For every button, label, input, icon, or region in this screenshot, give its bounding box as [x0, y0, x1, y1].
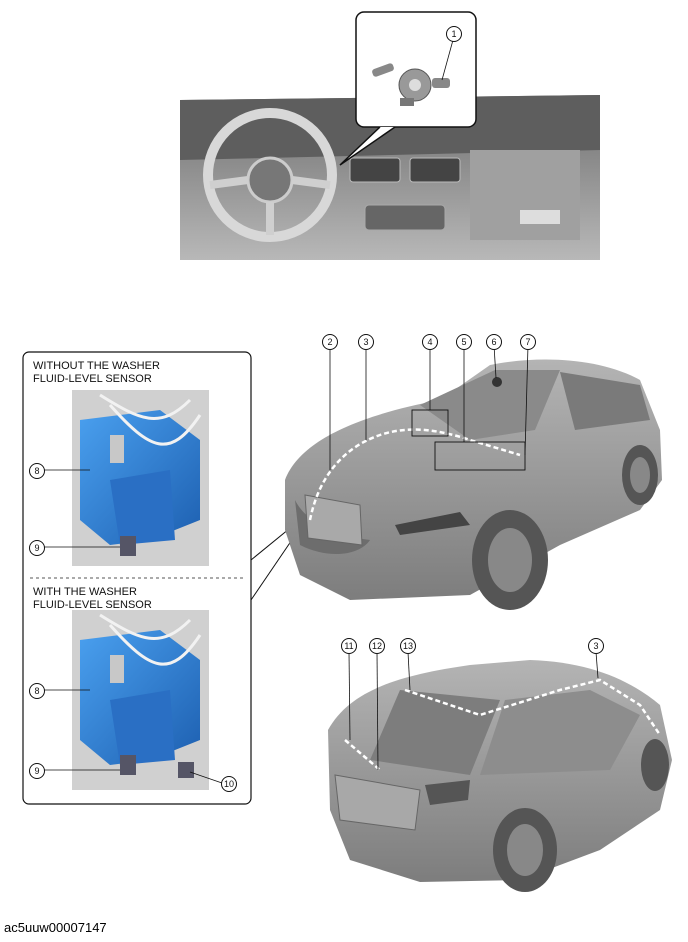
- with-sensor-label-line1: WITH THE WASHER: [33, 586, 137, 598]
- callout-3: 3: [358, 334, 374, 350]
- washer-tank-inset: [22, 351, 301, 805]
- callout-7: 7: [520, 334, 536, 350]
- document-id: ac5uuw00007147: [4, 920, 107, 935]
- with-sensor-label-line2: FLUID-LEVEL SENSOR: [33, 599, 152, 611]
- clock-spring-callout-box: [339, 11, 477, 166]
- callout-9-with-sensor: 9: [29, 763, 45, 779]
- callout-3-rear: 3: [588, 638, 604, 654]
- callout-8-with-sensor: 8: [29, 683, 45, 699]
- callout-5: 5: [456, 334, 472, 350]
- dashboard-illustration: [180, 95, 600, 260]
- without-sensor-label-line2: FLUID-LEVEL SENSOR: [33, 373, 152, 385]
- callout-4: 4: [422, 334, 438, 350]
- front-car-illustration: [285, 344, 662, 610]
- callout-13: 13: [400, 638, 416, 654]
- callout-12: 12: [369, 638, 385, 654]
- rear-car-illustration: [328, 651, 672, 892]
- callout-8-without-sensor: 8: [29, 463, 45, 479]
- callout-11: 11: [341, 638, 357, 654]
- callout-2: 2: [322, 334, 338, 350]
- without-sensor-label-line1: WITHOUT THE WASHER: [33, 360, 160, 372]
- callout-10: 10: [221, 776, 237, 792]
- callout-6: 6: [486, 334, 502, 350]
- callout-1: 1: [446, 26, 462, 42]
- callout-9-without-sensor: 9: [29, 540, 45, 556]
